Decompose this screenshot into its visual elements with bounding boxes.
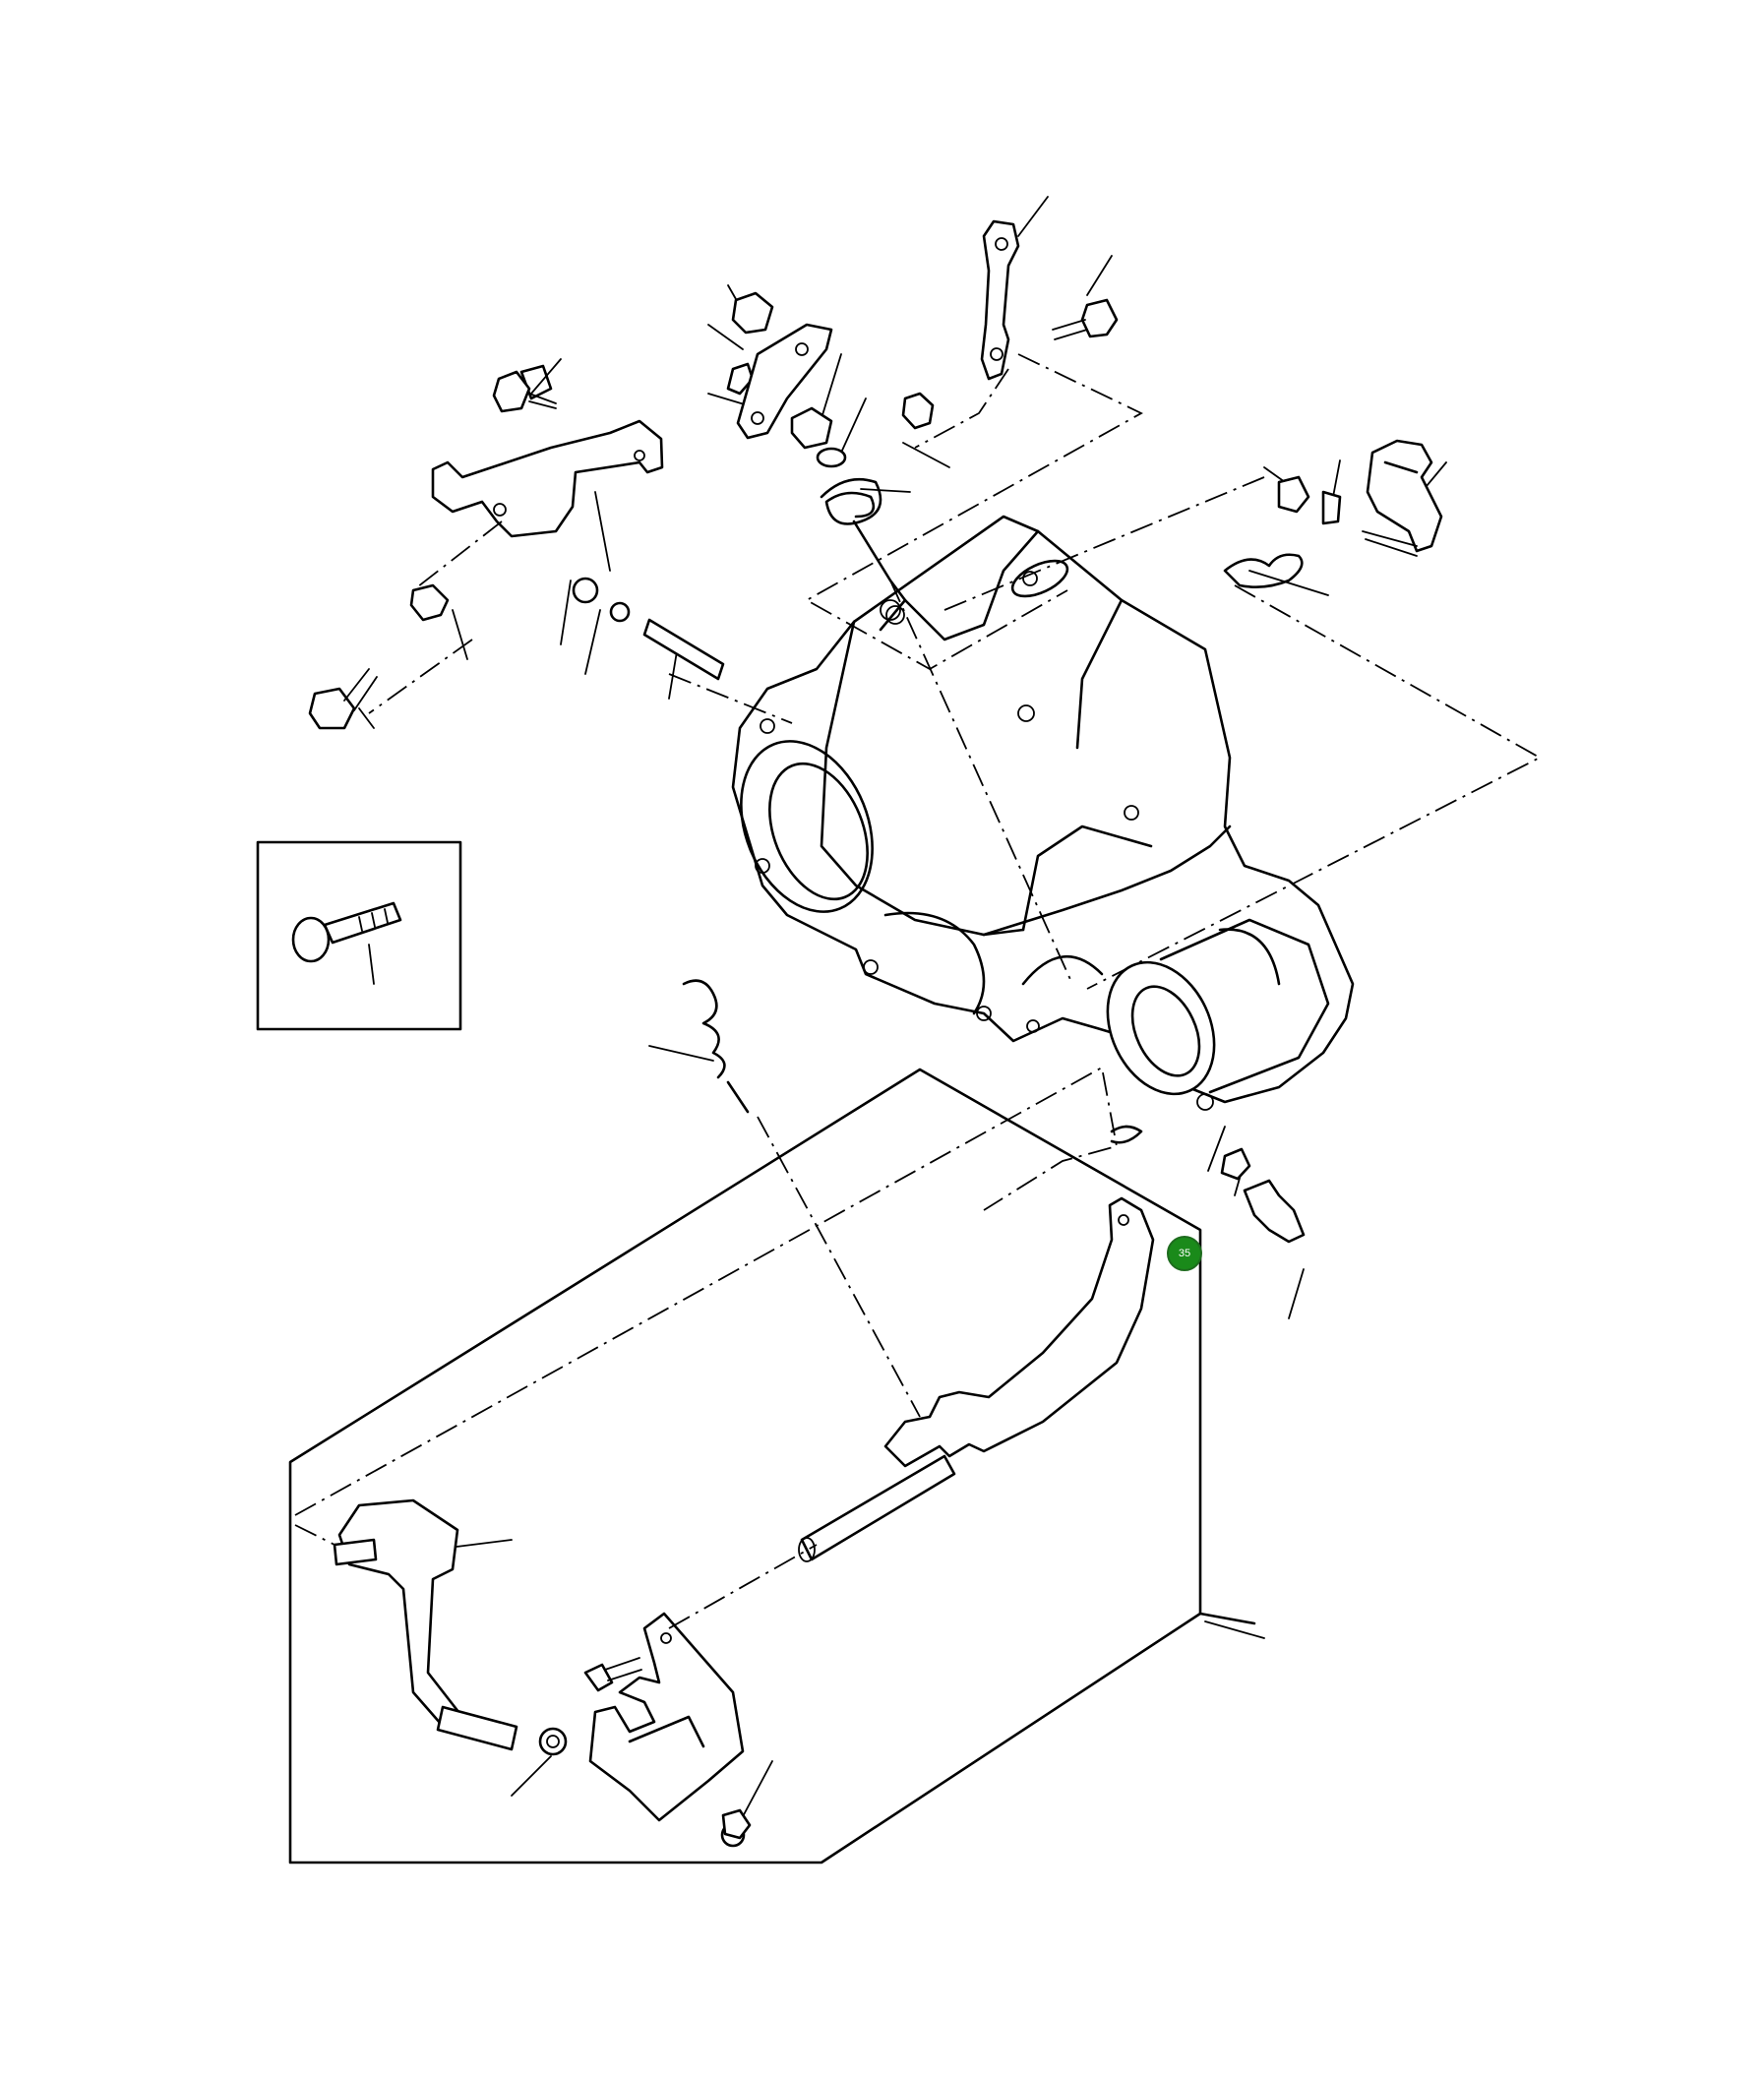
inset-detail [256,840,462,1031]
leader-lines [358,196,1447,1836]
hotspot-label: 35 [1178,1248,1191,1259]
pins-and-washers [572,577,1306,1244]
top-centre-parts [726,291,935,621]
right-shift-assembly [1223,439,1443,588]
lower-shift-fork [798,1196,1155,1562]
hotspot-marker[interactable]: 35 [1167,1236,1202,1271]
top-right-lever [980,219,1119,381]
alignment-lines [294,353,1542,1629]
housing [731,515,1355,1111]
lower-left-bracket [333,1498,568,1756]
upper-left-bracket [308,364,664,730]
lower-right-bracket [583,1612,752,1848]
lower-assembly-frame [288,1068,1256,1864]
